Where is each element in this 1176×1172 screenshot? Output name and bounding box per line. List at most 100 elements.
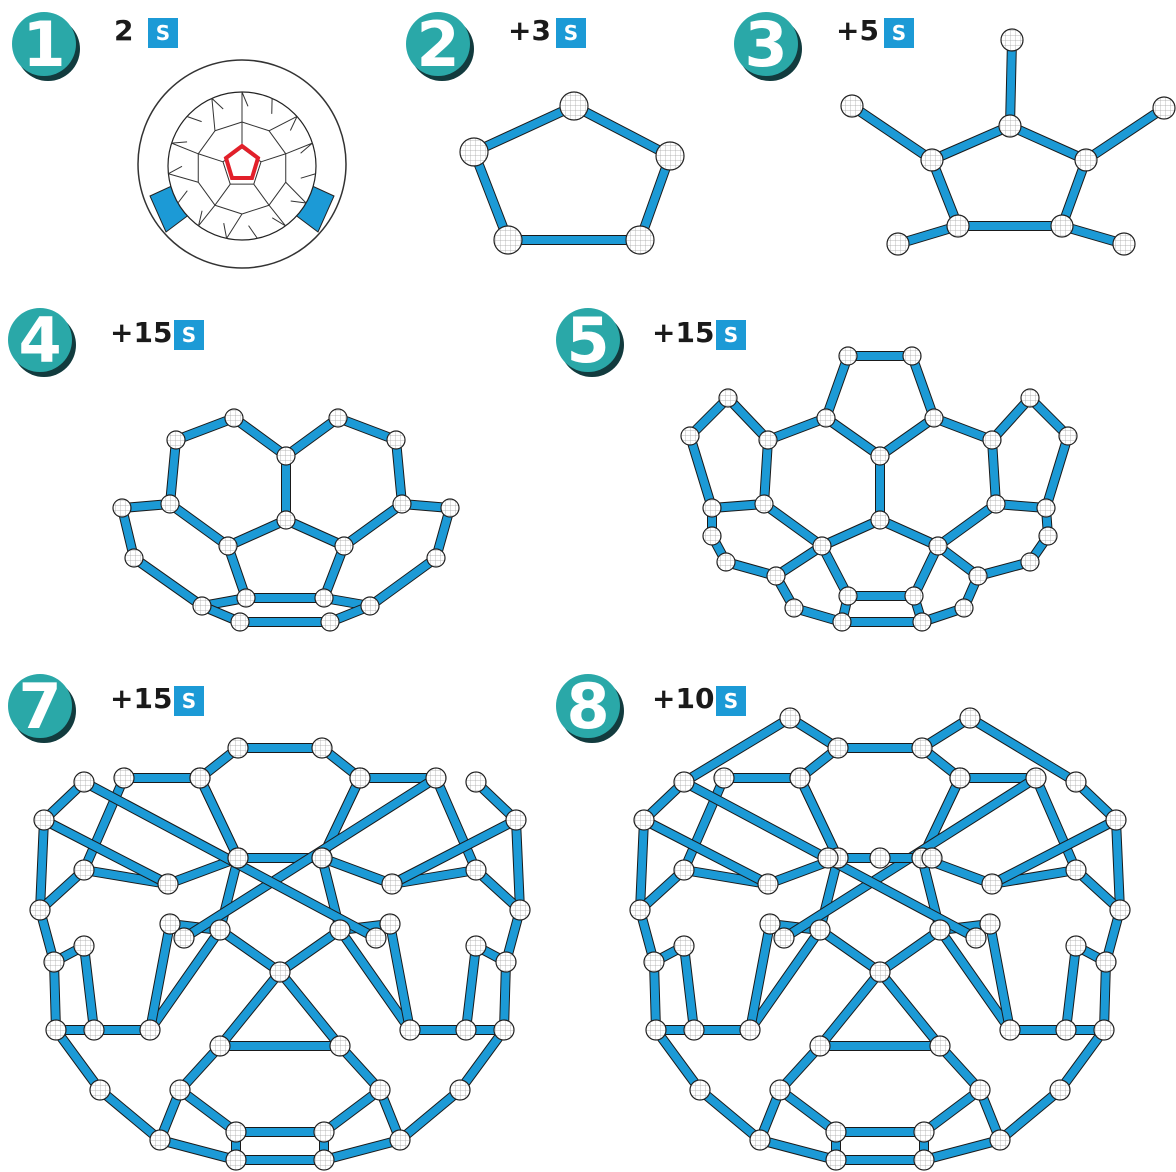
atom-mesh [1050,1080,1070,1100]
atom-mesh [1037,499,1055,517]
atom-mesh [314,1122,334,1142]
bond [746,926,824,1034]
mesh-line [177,190,188,204]
mesh-line [197,130,216,155]
atom-mesh [871,447,889,465]
bond [760,500,826,550]
atom-mesh [980,914,1000,934]
mesh-line [171,141,188,144]
atom-mesh [871,511,889,529]
atom-mesh [34,810,54,830]
badge [174,686,204,716]
atom-mesh [426,768,446,788]
atom-mesh [759,431,777,449]
atom-mesh [1039,527,1057,545]
atom-mesh [970,1080,990,1100]
atom-mesh [987,495,1005,513]
atom-mesh [140,1020,160,1040]
atom-mesh [758,874,778,894]
bond [908,352,938,422]
bond [796,774,842,862]
atom-mesh [231,613,249,631]
bond [640,816,772,888]
step-circle [12,12,76,76]
atom-mesh [510,900,530,920]
bond [818,516,884,550]
badge-label: S [182,323,196,347]
bond [172,414,238,444]
mesh-line [223,223,228,239]
bond [1006,36,1016,130]
bond [996,1086,1064,1144]
bond [224,516,290,550]
bond [320,1086,384,1136]
atom-mesh [150,1130,170,1150]
atom-mesh [314,1150,334,1170]
step-header-1: 1 2 S [12,8,178,81]
bond [570,102,674,160]
atom-mesh [506,810,526,830]
atom-mesh [870,962,890,982]
atom-mesh [767,567,785,585]
atom-mesh [703,499,721,517]
step-count: +5 [836,14,879,47]
atom-mesh [1075,149,1097,171]
bond [176,1086,240,1136]
atom-mesh [703,527,721,545]
bond [724,394,772,444]
atom-mesh [674,772,694,792]
atom-mesh [826,1122,846,1142]
bond [1042,432,1072,512]
atom-mesh [719,389,737,407]
bond [180,774,440,942]
bond [388,816,520,888]
atom-mesh [644,952,664,972]
atom-mesh [46,1020,66,1040]
bond [936,926,1014,1034]
atom-mesh [210,1036,230,1056]
atom-mesh [193,597,211,615]
step-number: 2 [416,8,459,81]
mesh-line [186,116,202,123]
bond [282,516,348,550]
bond [166,436,180,508]
bond [470,102,578,156]
bond [282,414,342,460]
atom-mesh [226,1122,246,1142]
atom-mesh [674,860,694,880]
step-number: 3 [744,8,787,81]
atom-mesh [1106,810,1126,830]
atom-mesh [634,810,654,830]
atom-mesh [494,1020,514,1040]
step-number: 5 [566,304,609,377]
step8-molecule [629,707,1131,1171]
badge-label: S [182,689,196,713]
atom-mesh [630,900,650,920]
bond [1032,774,1080,874]
mesh-line [253,183,270,206]
step5-molecule [680,346,1078,632]
red-pentagon [223,143,261,180]
step4-molecule [112,408,460,632]
bond [876,926,944,976]
mesh-line [168,165,183,175]
sphere-mesh [167,91,317,241]
bond [1112,816,1124,914]
bond [930,414,996,444]
atom-mesh [770,1080,790,1100]
atom-mesh [990,1130,1010,1150]
mesh-line [211,98,216,131]
atom-mesh [1026,768,1046,788]
bond [680,774,728,874]
bond [462,942,480,1034]
mesh-line [248,225,258,239]
atom-mesh [400,1020,420,1040]
step-number: 7 [18,670,61,743]
bond [320,1136,404,1164]
bond [876,414,938,460]
badge-label: S [892,21,906,45]
step-header-5: 5 +15 S [556,304,746,377]
mesh-line [268,204,286,227]
bond [276,926,344,976]
step-number: 1 [22,8,65,81]
